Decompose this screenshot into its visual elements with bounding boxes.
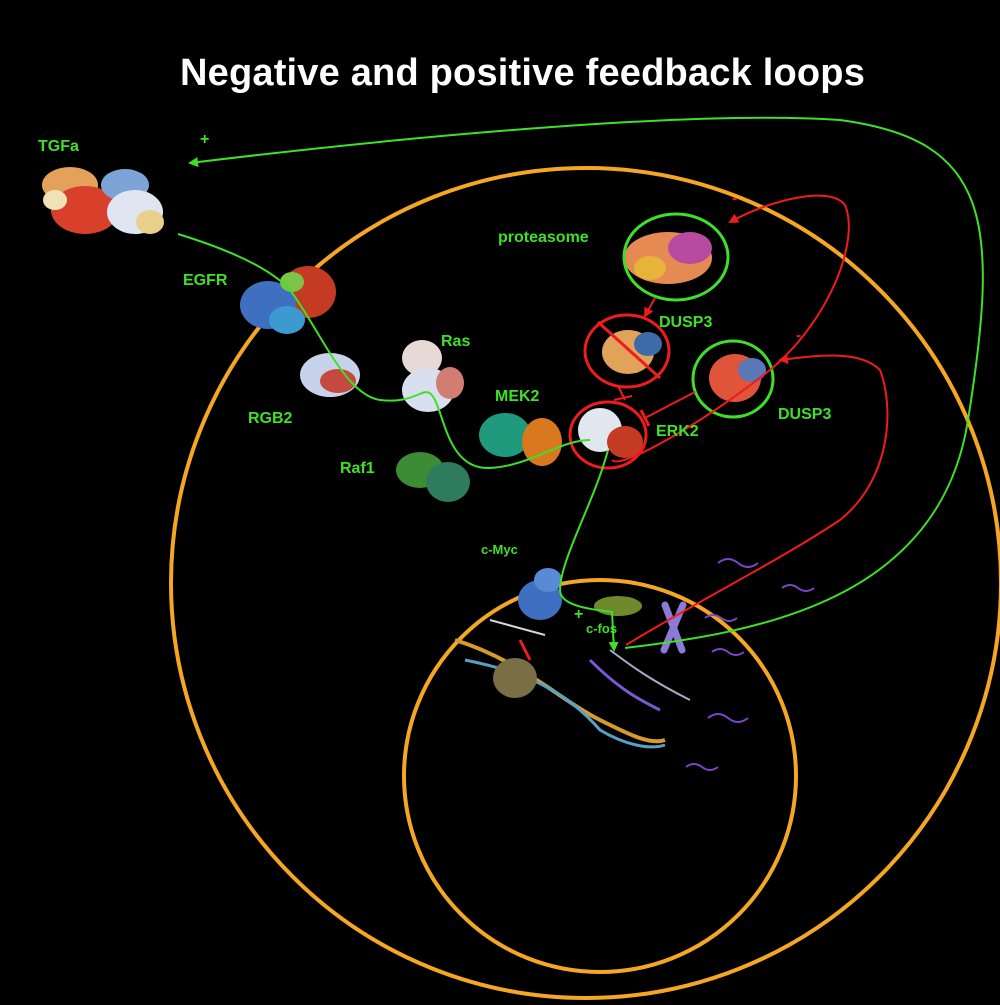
cfos-protein <box>594 596 642 616</box>
dusp3-inhibited-protein <box>602 330 662 374</box>
negative-feedback-sign-top: - <box>732 190 738 207</box>
cell-membrane <box>169 166 1000 1000</box>
negative-feedback-to-proteasome-arrow <box>611 194 850 463</box>
proteasome-protein <box>624 232 712 284</box>
positive-nucleus-sign: + <box>574 606 584 623</box>
proteasome-circle <box>622 212 730 302</box>
rgb2-label: RGB2 <box>248 410 293 427</box>
raf1-protein <box>396 452 470 502</box>
negative-feedback-sign-right: - <box>796 327 802 344</box>
positive-feedback-to-tgfa-arrow <box>188 116 984 649</box>
dusp3-inhibited-label: DUSP3 <box>659 314 713 331</box>
mek2-label: MEK2 <box>495 388 540 405</box>
cmyc-label: c-Myc <box>481 542 518 557</box>
dusp3-degraded-cross <box>596 320 662 380</box>
erk2-circle <box>568 400 648 470</box>
dusp3-inhibited-circle <box>583 313 671 389</box>
proteasome-label: proteasome <box>498 229 589 246</box>
signalling-pathway-line <box>177 233 591 470</box>
dusp3-inhibited-to-erk2-bar <box>613 385 633 401</box>
rgb2-protein <box>300 353 360 397</box>
egfr-label: EGFR <box>183 272 228 289</box>
mrna-strands <box>685 558 815 771</box>
page-title: Negative and positive feedback loops <box>179 52 866 94</box>
erk2-to-nucleus-arrow <box>558 449 619 652</box>
cmyc-protein <box>518 568 562 620</box>
dusp3-active-label: DUSP3 <box>778 406 832 423</box>
tgfa-label: TGFa <box>38 138 79 155</box>
erk2-protein <box>578 408 643 458</box>
dusp3-active-circle <box>691 339 775 419</box>
mek2-protein <box>479 413 562 466</box>
erk2-label: ERK2 <box>656 423 699 440</box>
dna-helix <box>454 619 691 749</box>
cfos-label: c-fos <box>586 621 618 636</box>
negative-feedback-to-dusp3-arrow <box>625 354 889 646</box>
dusp3-inhibits-erk2-line <box>644 391 696 419</box>
proteasome-to-dusp3-arrow <box>644 297 656 318</box>
inhibition-bar-nucleus <box>518 639 532 661</box>
egfr-protein <box>240 266 336 334</box>
ras-label: Ras <box>441 333 471 350</box>
positive-feedback-sign: + <box>200 131 210 148</box>
dusp3-active-protein <box>709 354 766 402</box>
nucleus-membrane <box>402 578 798 974</box>
tgfa-protein <box>42 167 164 234</box>
ras-protein <box>402 340 464 412</box>
raf1-label: Raf1 <box>340 460 375 477</box>
dusp3-inhibits-erk2-bar <box>639 409 651 427</box>
